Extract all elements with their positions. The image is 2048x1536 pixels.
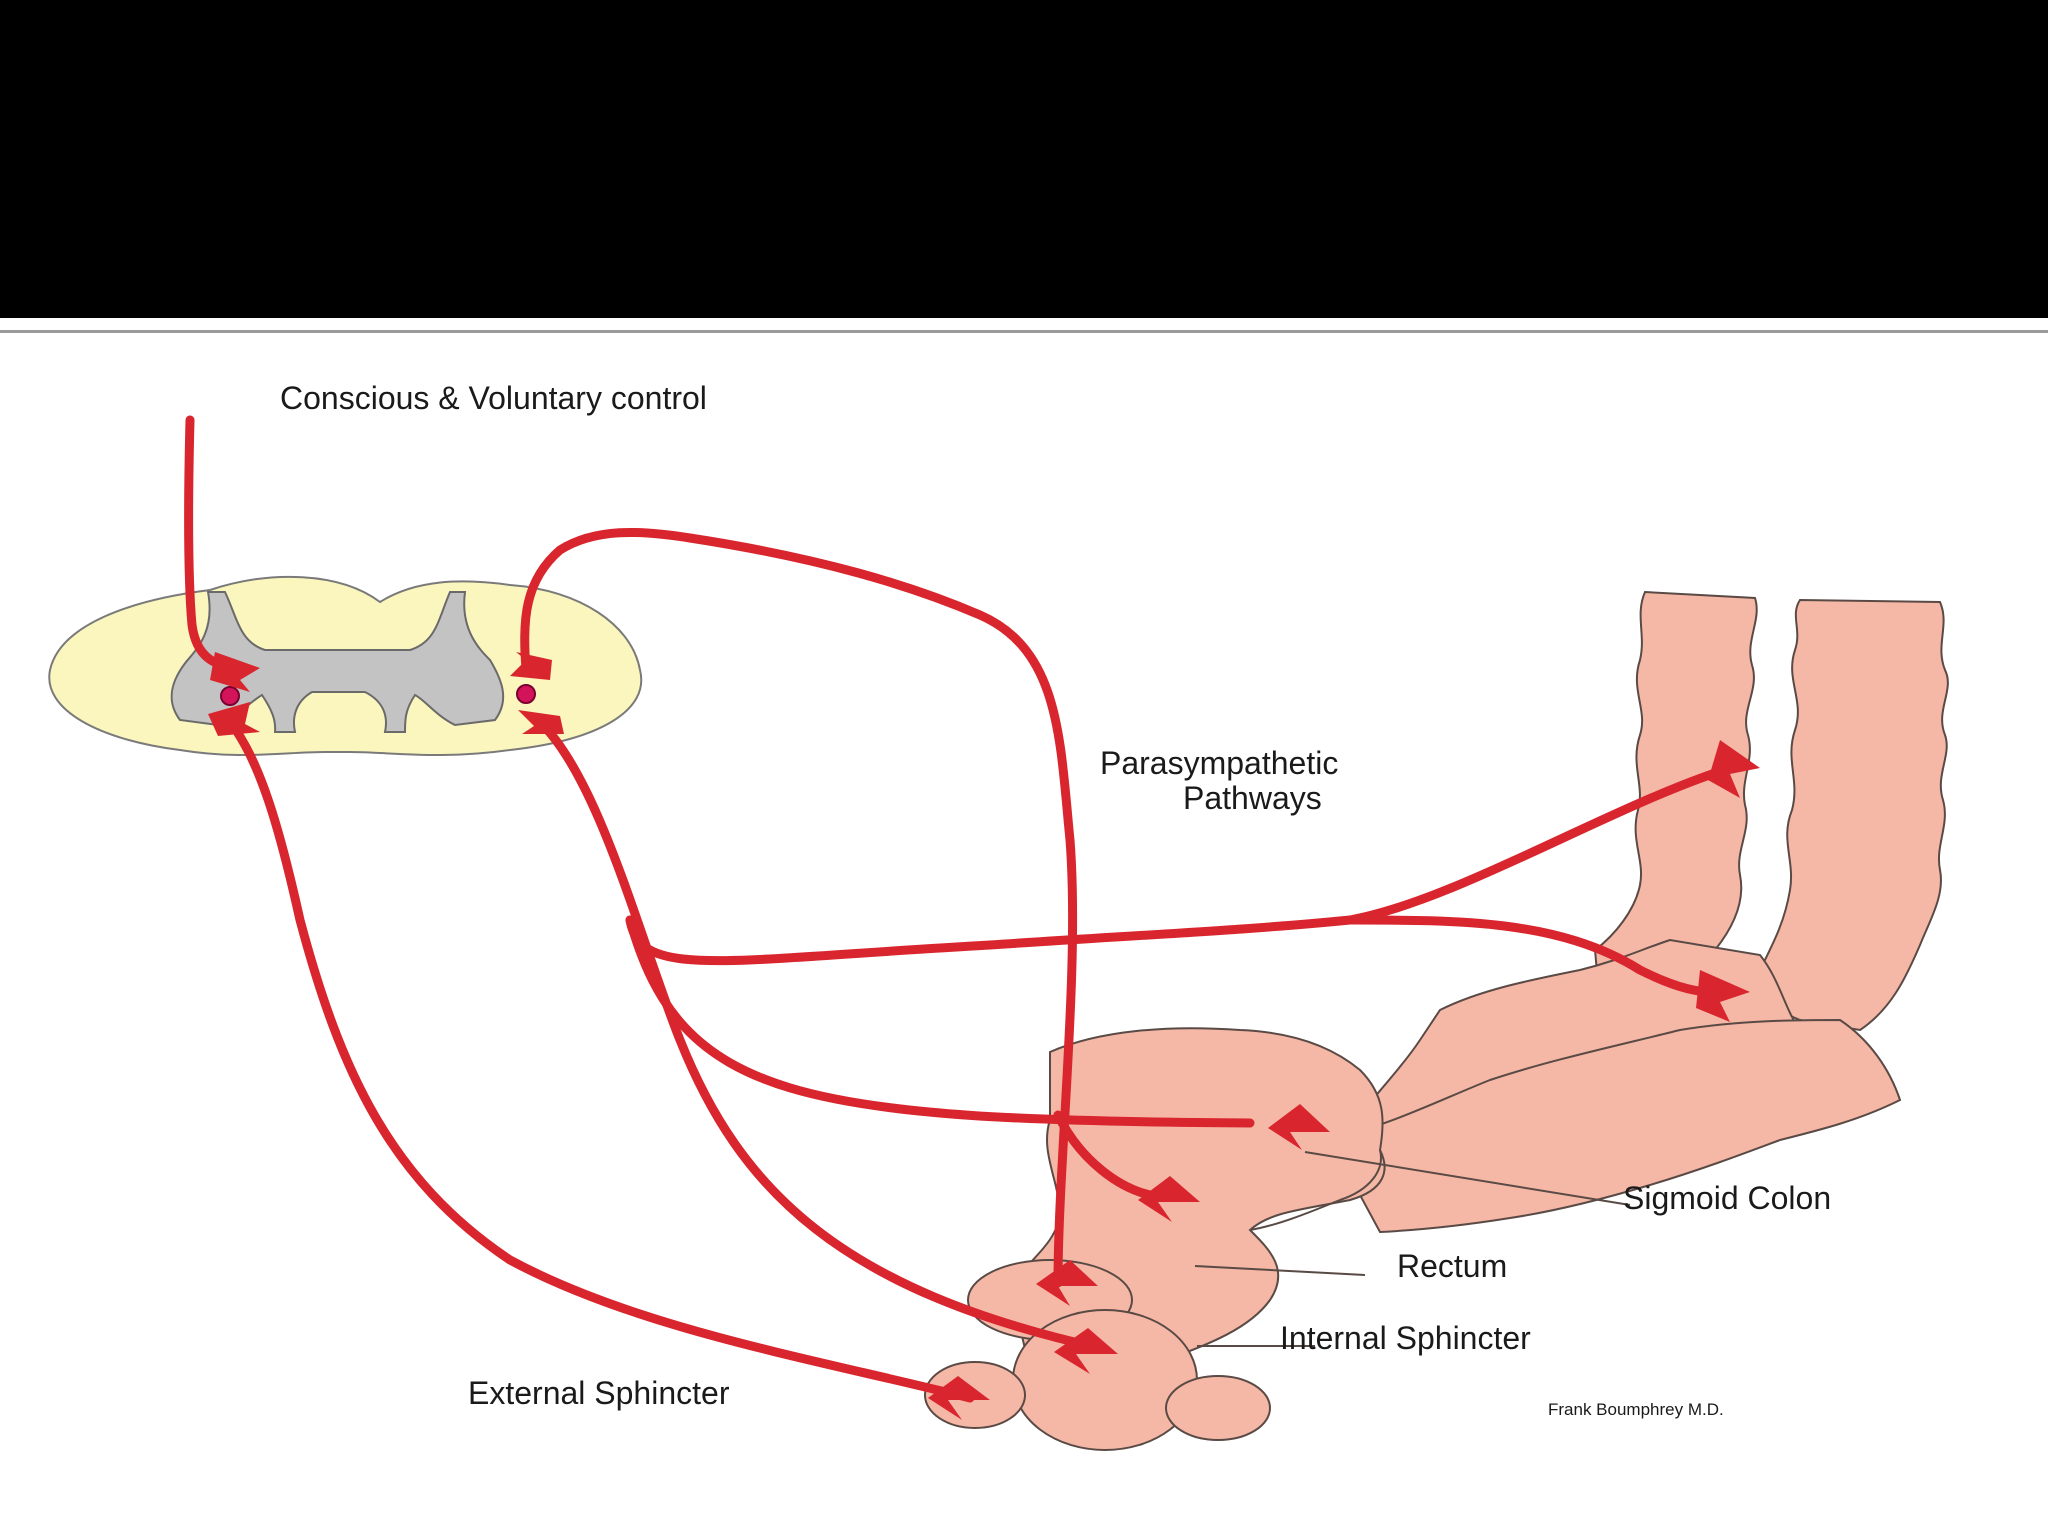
- right-branch-to-rectum: [625, 915, 1255, 1128]
- spinal-gray-matter: [170, 591, 505, 733]
- terminal-voluntary: [210, 652, 260, 692]
- terminal-internal-sphincter: [1054, 1328, 1118, 1374]
- defecation-reflex-diagram: Conscious & Voluntary control Parasympat…: [40, 380, 2010, 1536]
- right-motor-to-internal-sphincter: [535, 717, 1105, 1353]
- parasympathetic-branch-to-upper-colon: [625, 760, 1745, 966]
- label-pathways: Pathways: [1183, 780, 1322, 816]
- label-sigmoid-colon: Sigmoid Colon: [1623, 1180, 1832, 1216]
- title-divider: [0, 330, 2048, 333]
- neuron-body-left: [220, 686, 240, 706]
- rectum-fold: [1249, 1149, 1382, 1231]
- ascending-loop-pathway: [520, 527, 1078, 1288]
- terminal-upper-colon: [1708, 740, 1760, 798]
- label-external-sphincter: External Sphincter: [468, 1375, 730, 1411]
- terminal-left-motor: [208, 702, 260, 736]
- terminal-external-sphincter: [928, 1376, 990, 1420]
- terminal-right-upper: [510, 652, 552, 680]
- left-motor-to-external-sphincter: [225, 717, 975, 1403]
- terminal-rectum-upper: [1268, 1104, 1330, 1150]
- slide-title-bar: [0, 0, 2048, 318]
- parasympathetic-branch-to-lower-colon: [1345, 915, 1723, 998]
- label-rectum: Rectum: [1397, 1248, 1508, 1284]
- voluntary-descending-pathway: [184, 415, 240, 673]
- pointer-rectum: [1194, 1265, 1366, 1276]
- neuron-body-right: [516, 684, 536, 704]
- terminal-lower-colon: [1696, 970, 1750, 1022]
- anal-lower-lobe: [1165, 1375, 1271, 1441]
- label-parasympathetic: Parasympathetic: [1100, 745, 1339, 781]
- terminal-ampulla: [1036, 1260, 1098, 1306]
- label-internal-sphincter: Internal Sphincter: [1280, 1320, 1531, 1356]
- synaptic-terminals: [208, 652, 1760, 1420]
- pointer-sigmoid-colon: [1304, 1151, 1631, 1206]
- terminal-right-lower: [518, 710, 564, 734]
- label-conscious-control: Conscious & Voluntary control: [280, 380, 707, 416]
- label-credit: Frank Boumphrey M.D.: [1548, 1400, 1724, 1419]
- terminal-rectum-lower: [1138, 1176, 1200, 1222]
- nerve-pathways: [184, 415, 1745, 1403]
- branch-to-rectum-lower: [1053, 1110, 1160, 1201]
- diagram-drawing: [48, 415, 1949, 1451]
- descending-colon-right-column: [1738, 598, 1949, 1032]
- spinal-cord-section: [48, 575, 643, 757]
